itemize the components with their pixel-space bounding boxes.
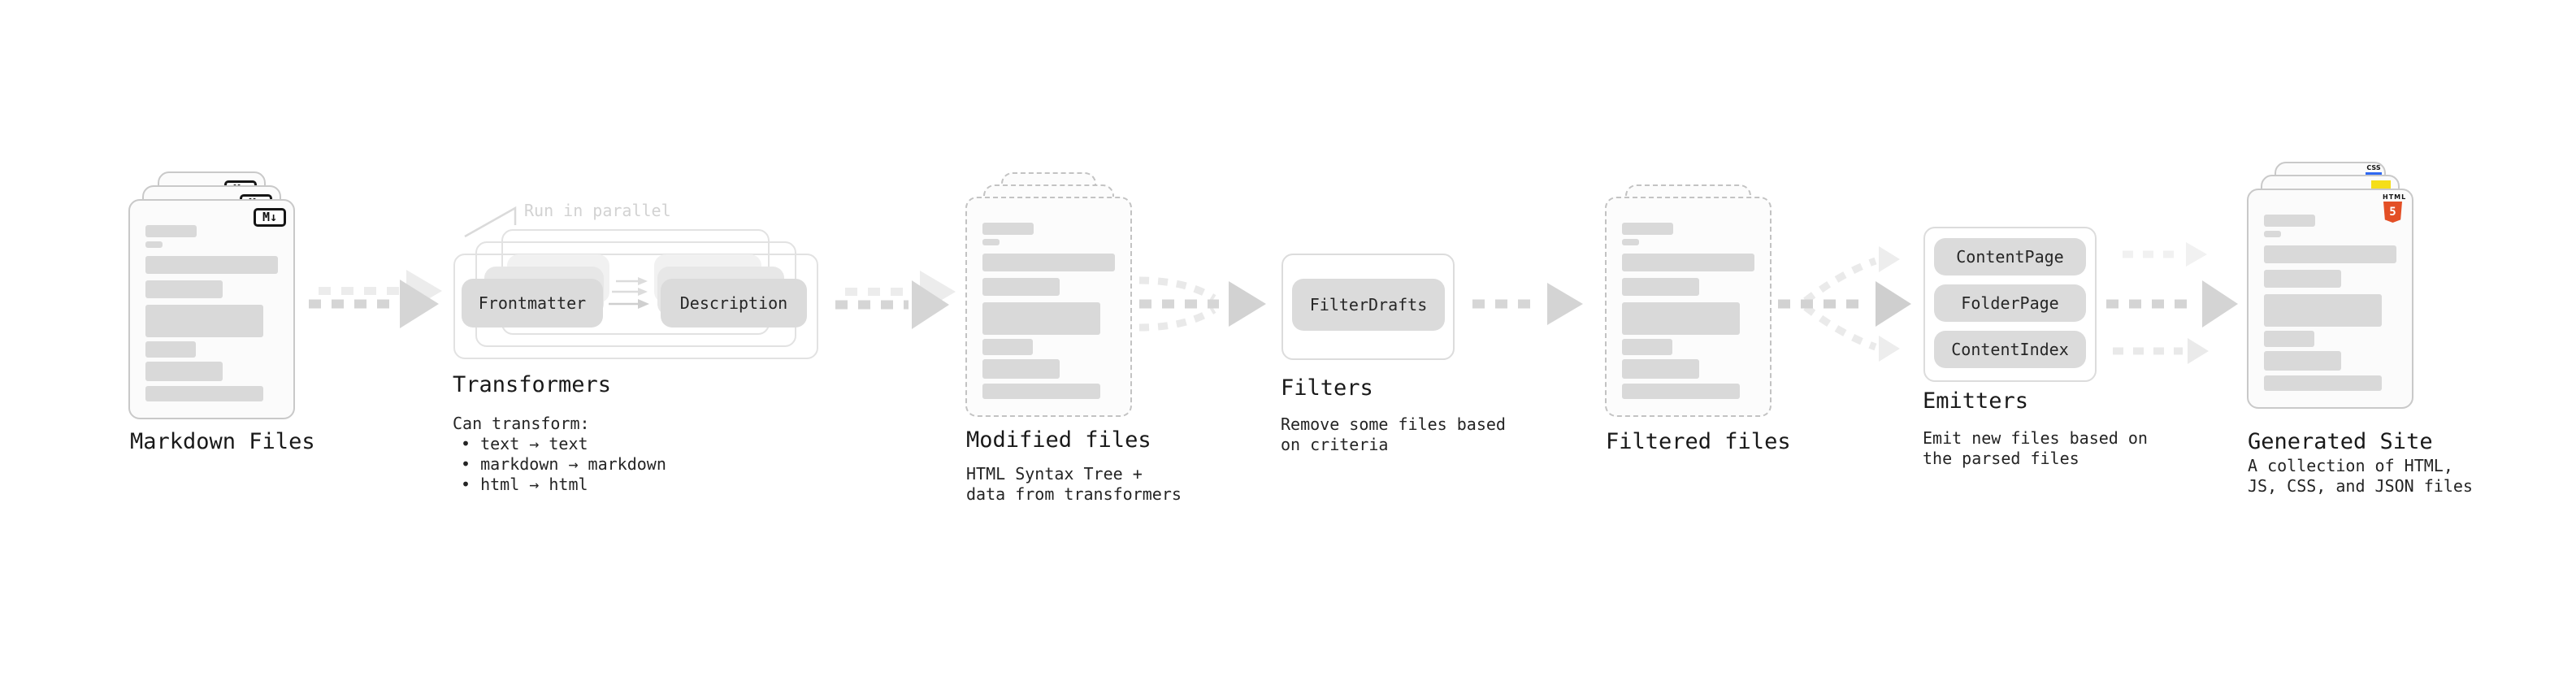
- generated-caption: A collection of HTML, JS, CSS, and JSON …: [2248, 456, 2473, 497]
- caption-line: Emit new files based on: [1923, 428, 2148, 448]
- filter-box-filterdrafts: FilterDrafts: [1292, 279, 1445, 331]
- skeleton-bar: [145, 225, 197, 237]
- skeleton-bar: [1622, 254, 1754, 271]
- document-card: M↓: [128, 199, 295, 419]
- filters-caption: Remove some files based on criteria: [1281, 414, 1506, 455]
- arrow-transformers-to-modified: [835, 271, 956, 329]
- skeleton-bar: [145, 280, 223, 298]
- node-title-transformers: Transformers: [453, 372, 612, 397]
- html5-icon-number: 5: [2389, 206, 2396, 219]
- skeleton-bar: [982, 278, 1060, 296]
- node-title-generated-site: Generated Site: [2248, 429, 2433, 454]
- transformer-box-description: Description: [661, 279, 807, 327]
- caption-line: data from transformers: [966, 484, 1182, 504]
- emitter-box-contentindex: ContentIndex: [1934, 331, 2086, 368]
- node-title-markdown-files: Markdown Files: [130, 429, 315, 454]
- caption-line: A collection of HTML,: [2248, 456, 2453, 475]
- skeleton-bar: [982, 339, 1033, 355]
- skeleton-bar: [145, 241, 163, 248]
- node-title-emitters: Emitters: [1923, 388, 2029, 414]
- transformers-container-front: [453, 254, 818, 359]
- skeleton-bar: [145, 256, 278, 274]
- caption-line: HTML Syntax Tree +: [966, 464, 1143, 484]
- filters-panel: FilterDrafts: [1281, 254, 1455, 360]
- html5-icon: HTML 5: [2383, 193, 2407, 223]
- emitters-panel: ContentPage FolderPage ContentIndex: [1923, 227, 2097, 382]
- node-title-filtered-files: Filtered files: [1606, 429, 1791, 454]
- caption-line: the parsed files: [1923, 449, 2079, 468]
- generated-site-stack: CSS HTML 5: [2247, 162, 2450, 410]
- arrow-filters-to-filtered: [1472, 283, 1583, 325]
- skeleton-bar: [1622, 239, 1639, 245]
- filtered-files-stack: [1605, 184, 1792, 420]
- document-card: [1605, 197, 1772, 417]
- skeleton-bar: [2264, 351, 2341, 371]
- caption-line: Can transform:: [453, 414, 590, 433]
- js-icon: [2371, 180, 2391, 189]
- skeleton-bar: [2264, 231, 2281, 237]
- skeleton-bar: [1622, 359, 1699, 379]
- skeleton-bar: [1622, 384, 1740, 399]
- arrow-filtered-to-emitters: [1778, 246, 1911, 362]
- css-icon: CSS: [2365, 165, 2383, 176]
- skeleton-bar: [982, 359, 1060, 379]
- css-icon-label: CSS: [2366, 164, 2381, 171]
- modified-files-stack: [965, 172, 1169, 421]
- arrow-emitters-to-generated: [2106, 242, 2238, 364]
- skeleton-bar: [982, 254, 1115, 271]
- skeleton-bar: [1622, 339, 1672, 355]
- html5-icon-label: HTML: [2383, 193, 2407, 201]
- node-title-modified-files: Modified files: [966, 427, 1151, 453]
- skeleton-bar: [145, 362, 223, 381]
- run-in-parallel-note: Run in parallel: [524, 201, 671, 220]
- skeleton-bar: [145, 341, 196, 358]
- skeleton-bar: [2264, 215, 2315, 227]
- caption-line: • html → html: [461, 475, 588, 494]
- skeleton-bar: [2264, 294, 2382, 327]
- skeleton-bar: [2264, 245, 2396, 263]
- document-card: HTML 5: [2247, 189, 2413, 409]
- skeleton-bar: [982, 223, 1034, 235]
- arrow-markdown-to-transformers: [309, 270, 442, 328]
- emitters-caption: Emit new files based on the parsed files: [1923, 428, 2148, 469]
- skeleton-bar: [2264, 331, 2314, 347]
- document-card: [965, 197, 1132, 417]
- skeleton-bar: [1622, 223, 1673, 235]
- transformers-caption: Can transform: • text → text • markdown …: [453, 414, 666, 495]
- emitter-box-contentpage: ContentPage: [1934, 238, 2086, 275]
- skeleton-bar: [145, 305, 263, 337]
- caption-line: JS, CSS, and JSON files: [2248, 476, 2473, 496]
- transformer-box-frontmatter: Frontmatter: [462, 279, 603, 327]
- caption-line: Remove some files based: [1281, 414, 1506, 434]
- skeleton-bar: [145, 386, 263, 401]
- caption-line: • markdown → markdown: [461, 454, 666, 474]
- emitter-box-folderpage: FolderPage: [1934, 284, 2086, 322]
- skeleton-bar: [2264, 375, 2382, 391]
- skeleton-bar: [982, 239, 1000, 245]
- caption-line: • text → text: [461, 434, 588, 453]
- node-title-filters: Filters: [1281, 375, 1373, 401]
- markdown-icon: M↓: [254, 208, 286, 227]
- html5-icon-shield: 5: [2383, 202, 2402, 223]
- skeleton-bar: [982, 384, 1100, 399]
- skeleton-bar: [2264, 270, 2341, 288]
- skeleton-bar: [982, 302, 1100, 335]
- caption-line: on criteria: [1281, 435, 1389, 454]
- skeleton-bar: [1622, 278, 1699, 296]
- skeleton-bar: [1622, 302, 1740, 335]
- css-icon-bar: [2366, 172, 2382, 176]
- modified-caption: HTML Syntax Tree + data from transformer…: [966, 464, 1182, 505]
- markdown-files-stack: M↓ M↓ M↓: [128, 171, 328, 420]
